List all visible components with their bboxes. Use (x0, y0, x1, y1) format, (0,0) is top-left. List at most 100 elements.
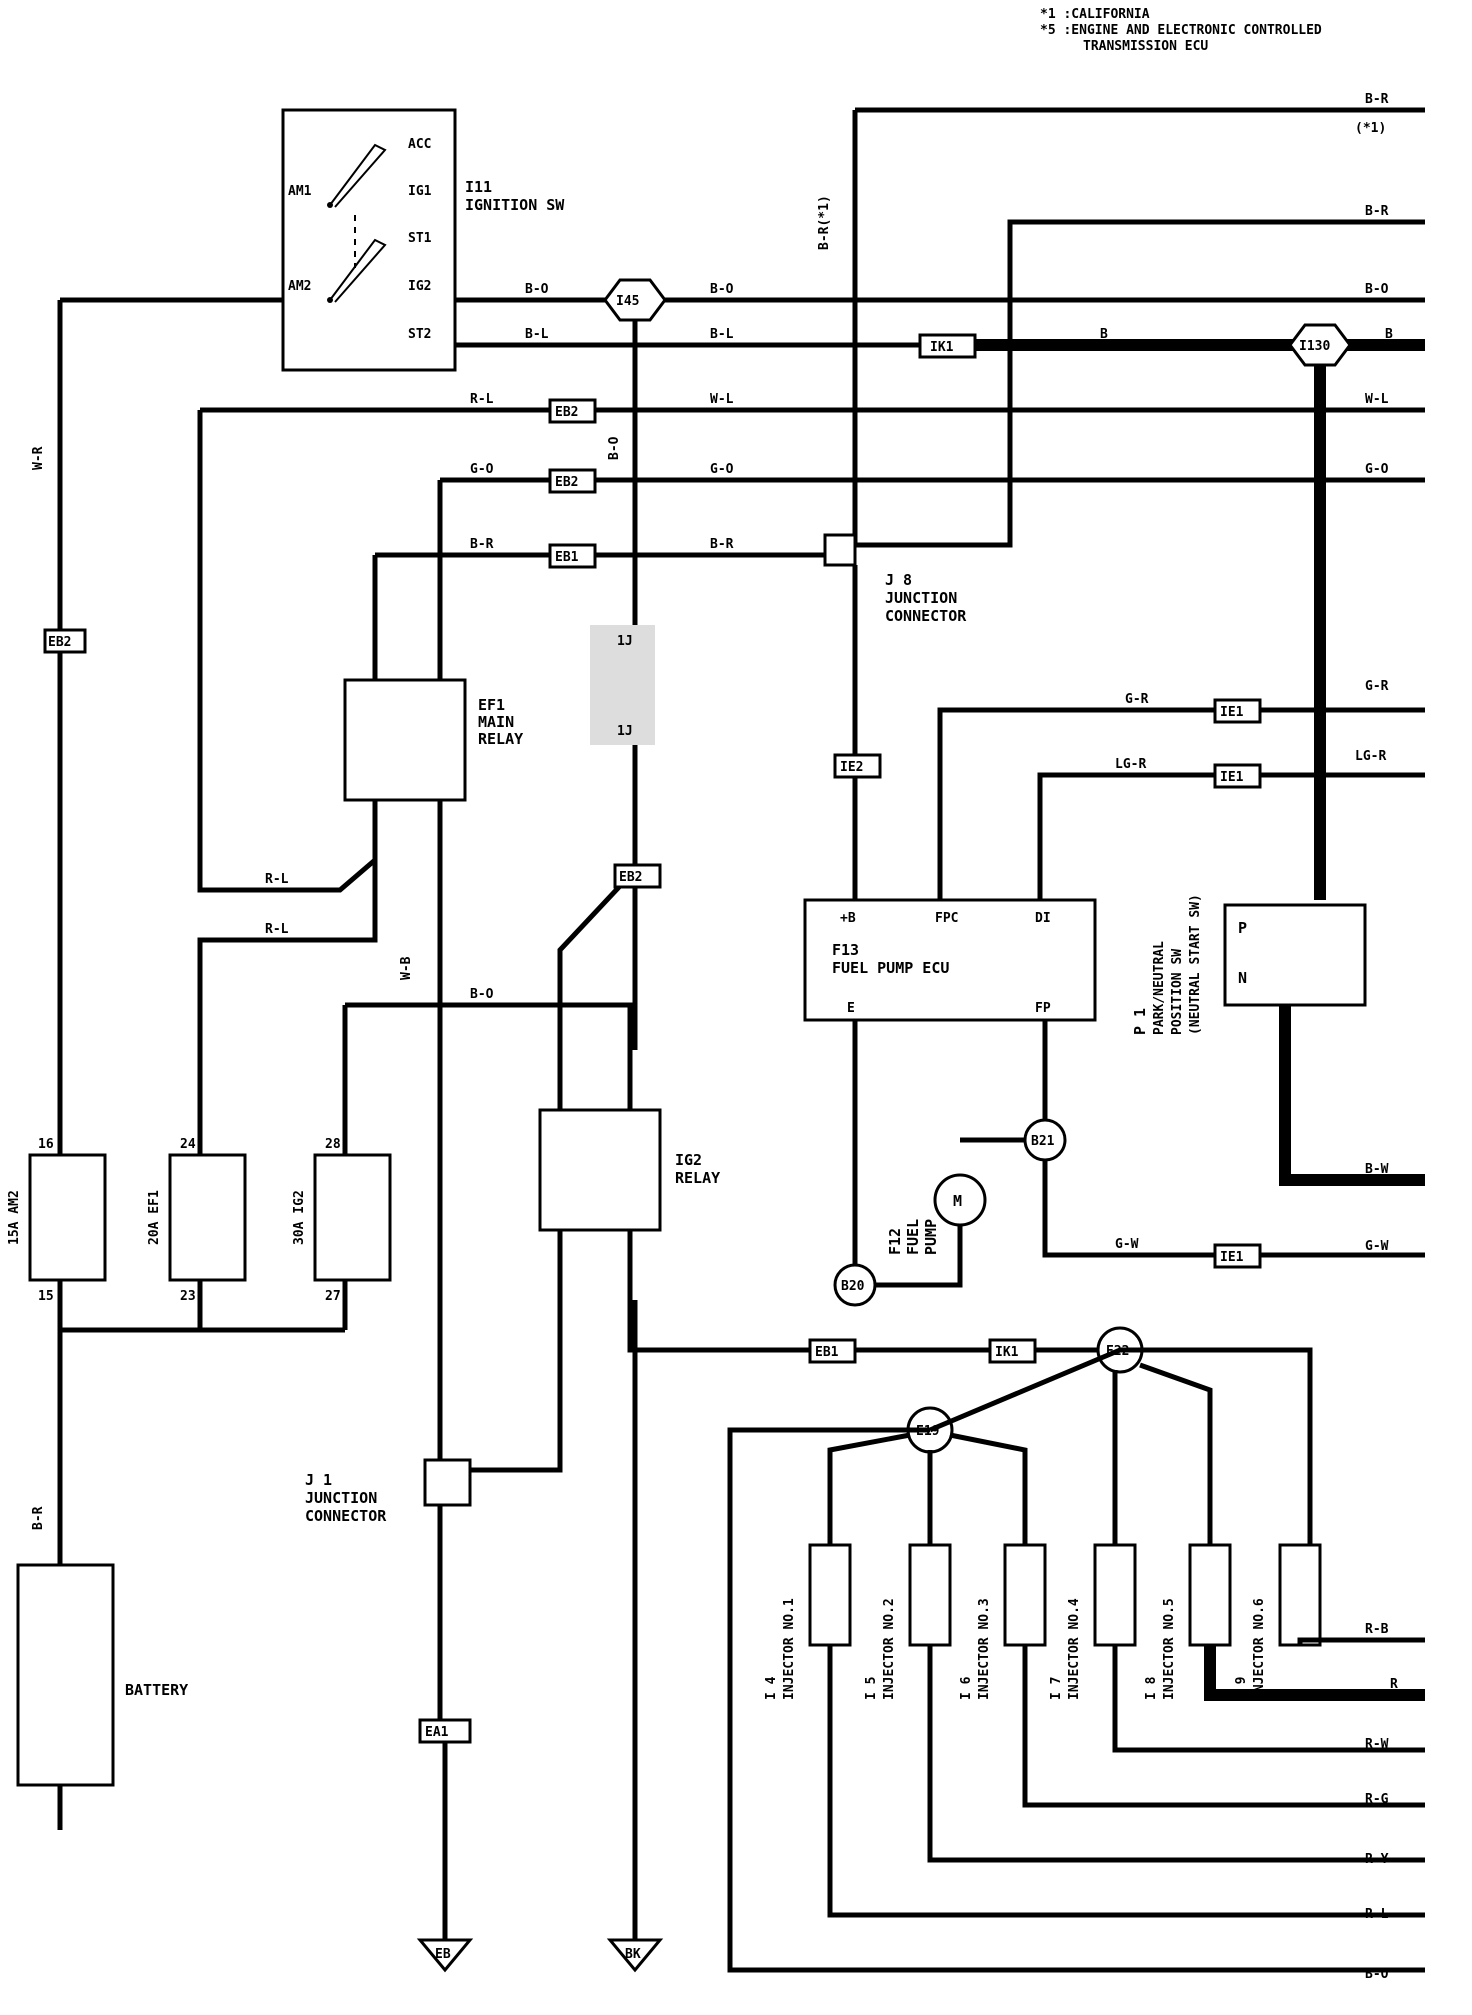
ignition-switch: ACC IG1 AM1 ST1 AM2 IG2 ST2 (281, 108, 457, 372)
svg-text:15A AM2: 15A AM2 (7, 1190, 22, 1245)
svg-text:B-O: B-O (607, 436, 622, 460)
svg-text:B-R: B-R (1365, 204, 1389, 219)
connector-I45: I45 (603, 278, 667, 322)
svg-text:W-R: W-R (31, 446, 46, 470)
svg-text:P 1: P 1 (1131, 1008, 1149, 1035)
svg-text:G-O: G-O (710, 462, 734, 477)
svg-text:INJECTOR NO.4: INJECTOR NO.4 (1067, 1598, 1082, 1700)
connector-IK1: IK1 (918, 333, 977, 359)
svg-text:R-L: R-L (265, 922, 289, 937)
svg-text:IE1: IE1 (1220, 1250, 1244, 1265)
svg-text:PUMP: PUMP (922, 1219, 940, 1255)
svg-text:B-O: B-O (1365, 282, 1389, 297)
svg-text:G-W: G-W (1115, 1237, 1139, 1252)
svg-text:B-L: B-L (525, 327, 549, 342)
note-1: *1 :CALIFORNIA (1040, 7, 1150, 22)
svg-text:20A EF1: 20A EF1 (147, 1190, 162, 1245)
svg-text:AM1: AM1 (288, 184, 312, 199)
svg-text:EB: EB (435, 1947, 451, 1962)
fuel-pump: M F12 FUEL PUMP (886, 1173, 987, 1255)
svg-text:EB2: EB2 (555, 475, 578, 490)
svg-text:DI: DI (1035, 911, 1051, 926)
svg-text:IE1: IE1 (1220, 705, 1244, 720)
svg-text:G-O: G-O (1365, 462, 1389, 477)
svg-text:INJECTOR NO.6: INJECTOR NO.6 (1252, 1598, 1267, 1700)
svg-text:23: 23 (180, 1289, 196, 1304)
injector-4: I 7 INJECTOR NO.4 (1049, 1543, 1137, 1700)
svg-text:I 6: I 6 (959, 1676, 974, 1700)
svg-text:27: 27 (325, 1289, 341, 1304)
svg-text:+B: +B (840, 911, 856, 926)
fuel-pump-ecu: +B FPC DI F13 FUEL PUMP ECU E FP (803, 898, 1097, 1022)
svg-text:W-L: W-L (710, 392, 734, 407)
svg-text:INJECTOR NO.3: INJECTOR NO.3 (977, 1598, 992, 1700)
svg-text:CONNECTOR: CONNECTOR (305, 1507, 387, 1525)
svg-text:1J: 1J (617, 634, 633, 649)
injector-2: I 5 INJECTOR NO.2 (864, 1543, 952, 1700)
svg-text:I 8: I 8 (1144, 1676, 1159, 1700)
svg-text:W-L: W-L (1365, 392, 1389, 407)
svg-text:J 8: J 8 (885, 571, 912, 589)
svg-text:N: N (1238, 969, 1247, 987)
svg-text:B-R: B-R (1365, 92, 1389, 107)
injectors: I 4 INJECTOR NO.1 I 5 INJECTOR NO.2 I 6 … (764, 1543, 1322, 1700)
svg-text:30A IG2: 30A IG2 (292, 1190, 307, 1245)
svg-text:ST1: ST1 (408, 231, 432, 246)
ground-BK: BK (606, 1938, 664, 1973)
svg-text:FUEL PUMP ECU: FUEL PUMP ECU (832, 959, 949, 977)
svg-text:ACC: ACC (408, 137, 431, 152)
svg-text:M: M (953, 1192, 962, 1210)
svg-text:AM2: AM2 (288, 279, 311, 294)
svg-text:1J: 1J (617, 724, 633, 739)
svg-text:B-O: B-O (470, 987, 494, 1002)
svg-text:ST2: ST2 (408, 327, 431, 342)
j1-junction: J 1 JUNCTION CONNECTOR (305, 1458, 472, 1525)
svg-text:INJECTOR NO.5: INJECTOR NO.5 (1162, 1598, 1177, 1700)
ig-sw-ref: I11 (465, 178, 492, 196)
svg-text:FP: FP (1035, 1001, 1051, 1016)
svg-text:JUNCTION: JUNCTION (885, 589, 957, 607)
svg-text:24: 24 (180, 1137, 196, 1152)
svg-text:B: B (1100, 327, 1108, 342)
svg-text:15: 15 (38, 1289, 54, 1304)
svg-text:R: R (1390, 1677, 1398, 1692)
svg-text:G-R: G-R (1125, 692, 1149, 707)
right-wire-tags: B-R (*1) B-R B-O B W-L G-O G-R LG-R B-W … (1355, 92, 1398, 1982)
svg-text:INJECTOR NO.1: INJECTOR NO.1 (782, 1598, 797, 1700)
svg-text:EB2: EB2 (619, 870, 642, 885)
svg-text:W-B: W-B (399, 956, 414, 980)
connector-I130: I130 (1288, 323, 1352, 367)
svg-text:B21: B21 (1031, 1134, 1055, 1149)
svg-text:JUNCTION: JUNCTION (305, 1489, 377, 1507)
svg-text:RELAY: RELAY (478, 730, 523, 748)
svg-text:MAIN: MAIN (478, 713, 514, 731)
svg-text:B-R: B-R (710, 537, 734, 552)
svg-text:E: E (847, 1001, 855, 1016)
svg-text:IE2: IE2 (840, 760, 863, 775)
svg-text:EF1: EF1 (478, 696, 505, 714)
svg-text:J 1: J 1 (305, 1471, 332, 1489)
svg-text:B-O: B-O (525, 282, 549, 297)
svg-text:28: 28 (325, 1137, 341, 1152)
svg-text:B-W: B-W (1365, 1162, 1389, 1177)
note-5: *5 :ENGINE AND ELECTRONIC CONTROLLED (1040, 23, 1322, 38)
svg-text:I 5: I 5 (864, 1677, 879, 1700)
svg-text:(NEUTRAL START SW): (NEUTRAL START SW) (1188, 894, 1203, 1035)
svg-text:IG1: IG1 (408, 184, 432, 199)
svg-text:G-O: G-O (470, 462, 494, 477)
svg-text:I130: I130 (1299, 339, 1330, 354)
main-relay: EF1 MAIN RELAY (343, 678, 523, 802)
svg-text:B-R(*1): B-R(*1) (817, 195, 832, 250)
svg-text:B-L: B-L (710, 327, 734, 342)
injector-3: I 6 INJECTOR NO.3 (959, 1543, 1047, 1700)
svg-text:LG-R: LG-R (1115, 757, 1146, 772)
svg-text:I 4: I 4 (764, 1676, 779, 1700)
park-neutral-switch: P N P 1 PARK/NEUTRAL POSITION SW (NEUTRA… (1131, 894, 1367, 1035)
svg-text:B-O: B-O (710, 282, 734, 297)
svg-text:B-R: B-R (31, 1506, 46, 1530)
svg-text:LG-R: LG-R (1355, 749, 1386, 764)
svg-text:EB2: EB2 (555, 405, 578, 420)
ig2-relay: IG2 RELAY (538, 1108, 720, 1232)
